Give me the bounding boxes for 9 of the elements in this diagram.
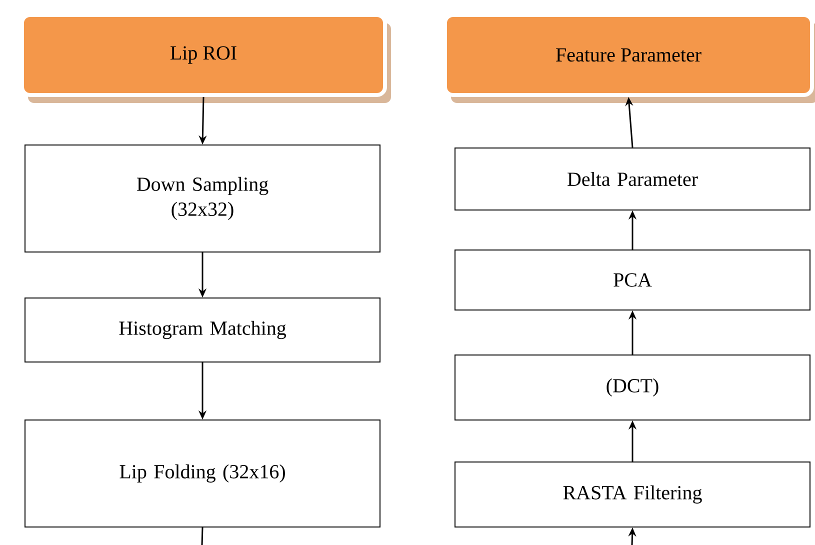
process-box: (DCT) [454, 354, 810, 420]
title-box: Lip ROI [20, 13, 391, 103]
title-box: Feature Parameter [443, 13, 815, 103]
process-box: Down Sampling (32x32) [24, 144, 380, 252]
process-box: Lip Folding (32x16) [24, 419, 380, 528]
process-box: RASTA Filtering [454, 461, 810, 528]
process-box: Delta Parameter [454, 147, 810, 210]
process-box: Histogram Matching [24, 297, 380, 362]
process-box: PCA [454, 249, 810, 310]
